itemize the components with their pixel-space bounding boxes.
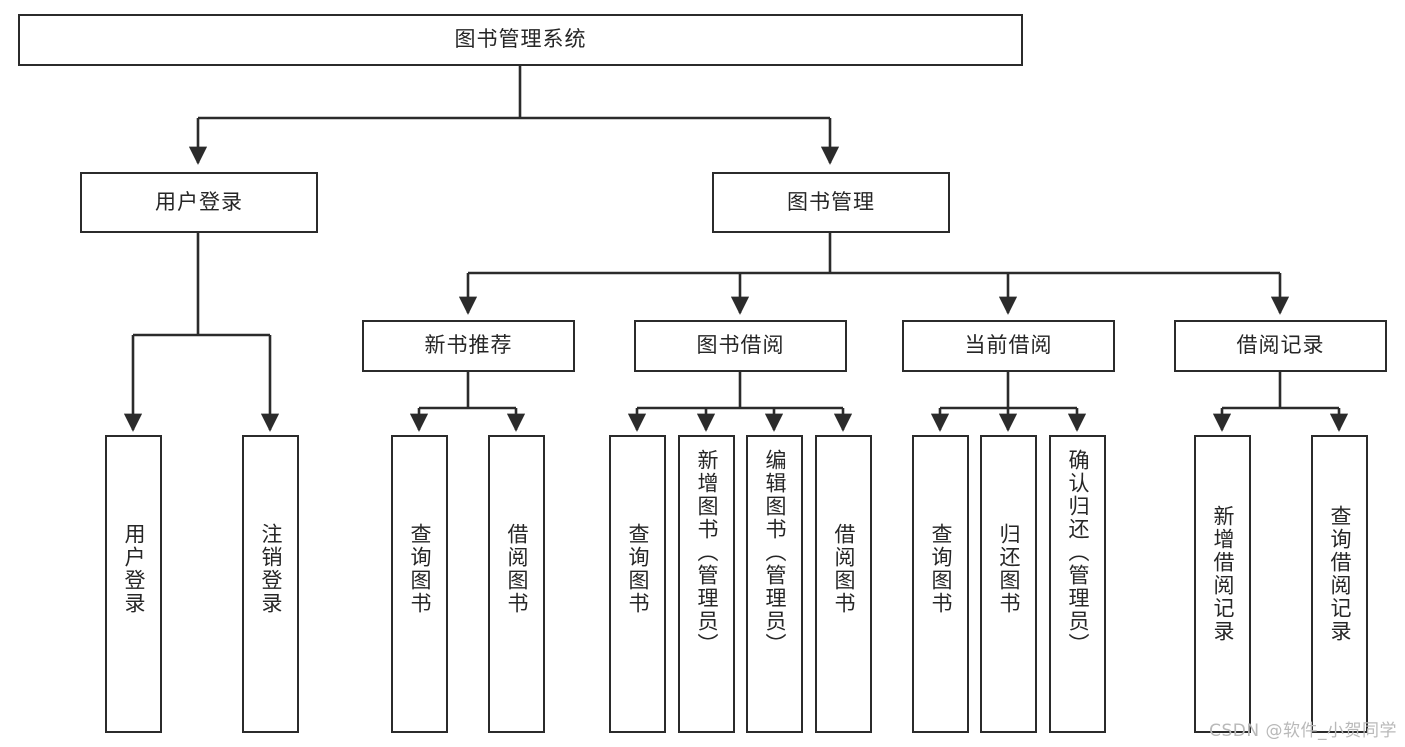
node-leaf-user-login[interactable]: 用户登录 <box>105 435 162 733</box>
node-leaf-query-borrow-record-label: 查询借阅记录 <box>1328 505 1352 643</box>
node-leaf-borrow-books-bb-label: 借阅图书 <box>832 523 856 615</box>
node-leaf-logout[interactable]: 注销登录 <box>242 435 299 733</box>
node-current-borrow-label: 当前借阅 <box>964 333 1053 358</box>
node-root-label: 图书管理系统 <box>454 27 587 52</box>
node-book-management[interactable]: 图书管理 <box>712 172 950 233</box>
node-book-borrow[interactable]: 图书借阅 <box>634 320 847 372</box>
node-leaf-borrow-books-nb-label: 借阅图书 <box>505 523 529 615</box>
node-leaf-user-login-label: 用户登录 <box>122 523 146 615</box>
node-user-login-label: 用户登录 <box>155 189 243 214</box>
node-leaf-confirm-return-admin-label: 确认归还（管理员） <box>1066 449 1090 656</box>
node-root[interactable]: 图书管理系统 <box>18 14 1023 66</box>
watermark: CSDN @软件_小贺同学 <box>1209 721 1397 741</box>
node-leaf-search-books-nb[interactable]: 查询图书 <box>391 435 448 733</box>
node-leaf-add-borrow-record[interactable]: 新增借阅记录 <box>1194 435 1251 733</box>
node-leaf-search-books-cb-label: 查询图书 <box>929 523 953 615</box>
node-leaf-search-books-cb[interactable]: 查询图书 <box>912 435 969 733</box>
node-leaf-search-books-nb-label: 查询图书 <box>408 523 432 615</box>
node-borrow-record[interactable]: 借阅记录 <box>1174 320 1387 372</box>
node-new-book-recommend-label: 新书推荐 <box>424 333 513 358</box>
node-leaf-return-books-label: 归还图书 <box>997 523 1021 615</box>
node-leaf-query-borrow-record[interactable]: 查询借阅记录 <box>1311 435 1368 733</box>
node-leaf-logout-label: 注销登录 <box>259 523 283 615</box>
node-leaf-confirm-return-admin[interactable]: 确认归还（管理员） <box>1049 435 1106 733</box>
node-leaf-return-books[interactable]: 归还图书 <box>980 435 1037 733</box>
node-book-borrow-label: 图书借阅 <box>696 333 785 358</box>
node-user-login[interactable]: 用户登录 <box>80 172 318 233</box>
node-leaf-edit-book-admin-label: 编辑图书（管理员） <box>763 449 787 656</box>
node-book-management-label: 图书管理 <box>787 189 875 214</box>
node-leaf-borrow-books-nb[interactable]: 借阅图书 <box>488 435 545 733</box>
node-leaf-search-books-bb-label: 查询图书 <box>626 523 650 615</box>
node-current-borrow[interactable]: 当前借阅 <box>902 320 1115 372</box>
node-new-book-recommend[interactable]: 新书推荐 <box>362 320 575 372</box>
node-borrow-record-label: 借阅记录 <box>1236 333 1325 358</box>
node-leaf-search-books-bb[interactable]: 查询图书 <box>609 435 666 733</box>
node-leaf-add-book-admin[interactable]: 新增图书（管理员） <box>678 435 735 733</box>
node-leaf-edit-book-admin[interactable]: 编辑图书（管理员） <box>746 435 803 733</box>
node-leaf-borrow-books-bb[interactable]: 借阅图书 <box>815 435 872 733</box>
node-leaf-add-borrow-record-label: 新增借阅记录 <box>1211 505 1235 643</box>
node-leaf-add-book-admin-label: 新增图书（管理员） <box>695 449 719 656</box>
